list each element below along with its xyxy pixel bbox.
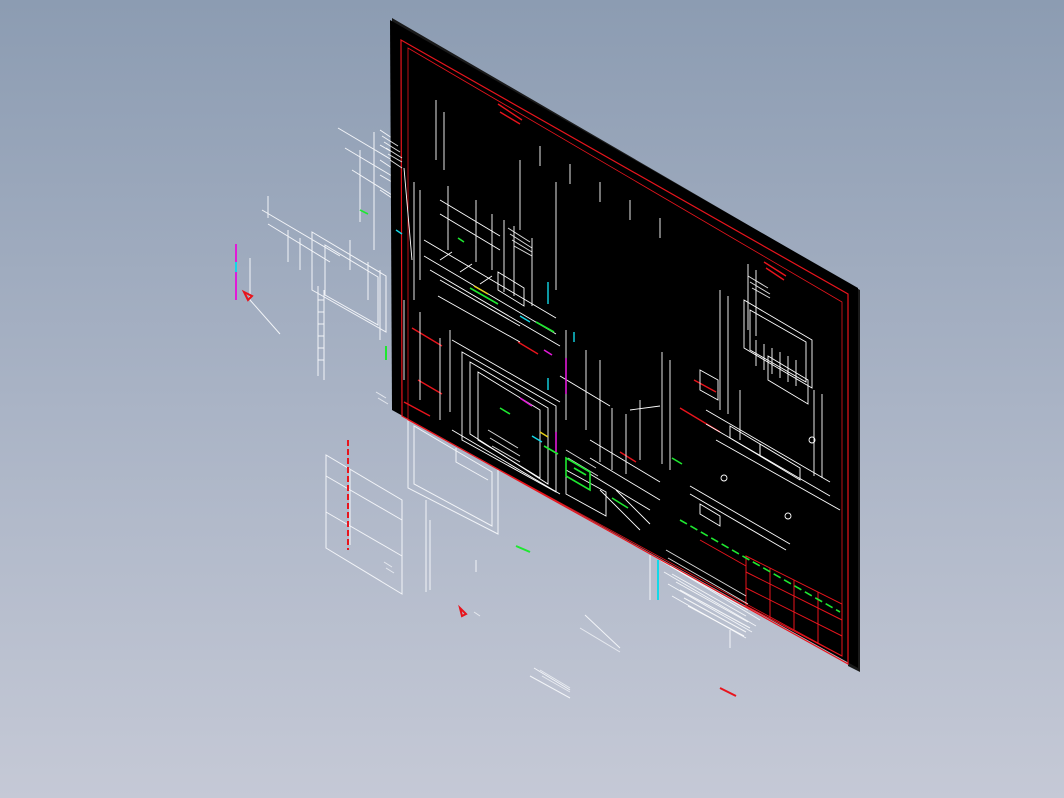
sheet-cyan-entities <box>395 229 575 443</box>
model-space-colored-entities <box>235 244 737 697</box>
sheet-body <box>390 20 858 668</box>
model-space-geometry <box>249 127 761 699</box>
sheet-magenta-entities <box>519 349 567 452</box>
model-space-annotations <box>375 391 621 693</box>
title-block <box>699 539 843 657</box>
sheet-border-outer <box>400 38 849 666</box>
sheet-yellow-entities <box>473 285 549 438</box>
sheet-green-entities <box>359 209 841 613</box>
sheet-linework <box>403 100 841 551</box>
drawing-sheet[interactable] <box>359 18 860 672</box>
sheet-red-marks <box>403 103 787 463</box>
